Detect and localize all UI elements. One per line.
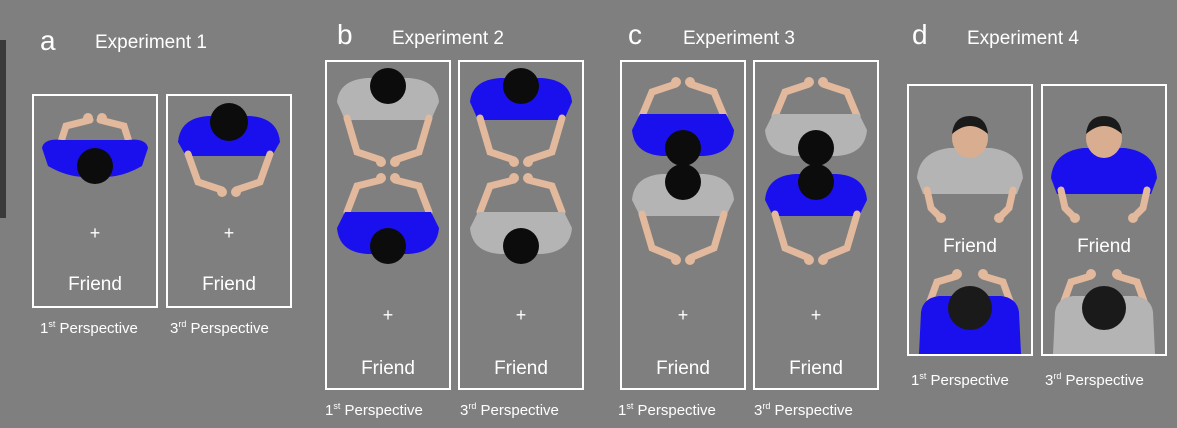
panel-b-frame-third: + Friend xyxy=(458,60,584,390)
person-pair-icon xyxy=(337,68,439,264)
fixation-cross: + xyxy=(810,305,822,325)
friend-label: Friend xyxy=(1077,236,1131,257)
panel-c-frame-third: + Friend xyxy=(753,60,879,390)
fixation-cross: + xyxy=(677,305,689,325)
caption-third-perspective: 3rd Perspective xyxy=(170,319,269,338)
fixation-cross: + xyxy=(223,223,235,243)
fixation-cross: + xyxy=(382,305,394,325)
caption-first-perspective: 1st Perspective xyxy=(618,401,716,420)
caption-first-perspective: 1st Perspective xyxy=(911,371,1009,390)
person-top-view-blue-icon xyxy=(178,103,280,197)
panel-b-frame-first: + Friend xyxy=(325,60,451,390)
panel-c-title: Experiment 3 xyxy=(683,28,795,49)
person-front-view-pair-icon xyxy=(917,116,1023,354)
panel-d-frame-first: Friend xyxy=(907,84,1033,356)
panel-d-letter: d xyxy=(912,19,928,50)
panel-a-letter: a xyxy=(40,25,56,56)
person-top-view-blue-icon xyxy=(42,113,148,184)
caption-third-perspective: 3rd Perspective xyxy=(754,401,853,420)
person-front-view-pair-icon xyxy=(1051,116,1157,354)
panel-c-letter: c xyxy=(628,19,642,50)
left-edge-bar xyxy=(0,40,6,218)
panel-a-title: Experiment 1 xyxy=(95,32,207,53)
person-pair-icon xyxy=(765,77,867,265)
friend-label: Friend xyxy=(202,274,256,295)
panel-a-frame-third: + Friend xyxy=(166,94,292,308)
friend-label: Friend xyxy=(943,236,997,257)
caption-first-perspective: 1st Perspective xyxy=(325,401,423,420)
panel-d-title: Experiment 4 xyxy=(967,28,1079,49)
panel-a-frame-first: + Friend xyxy=(32,94,158,308)
panel-b-title: Experiment 2 xyxy=(392,28,504,49)
caption-third-perspective: 3rd Perspective xyxy=(1045,371,1144,390)
caption-first-perspective: 1st Perspective xyxy=(40,319,138,338)
caption-third-perspective: 3rd Perspective xyxy=(460,401,559,420)
panel-d-frame-third: Friend xyxy=(1041,84,1167,356)
panel-c-frame-first: + Friend xyxy=(620,60,746,390)
person-pair-icon xyxy=(632,77,734,265)
friend-label: Friend xyxy=(494,358,548,379)
person-pair-icon xyxy=(470,68,572,264)
fixation-cross: + xyxy=(89,223,101,243)
panel-b-letter: b xyxy=(337,19,353,50)
friend-label: Friend xyxy=(68,274,122,295)
friend-label: Friend xyxy=(361,358,415,379)
fixation-cross: + xyxy=(515,305,527,325)
friend-label: Friend xyxy=(789,358,843,379)
friend-label: Friend xyxy=(656,358,710,379)
